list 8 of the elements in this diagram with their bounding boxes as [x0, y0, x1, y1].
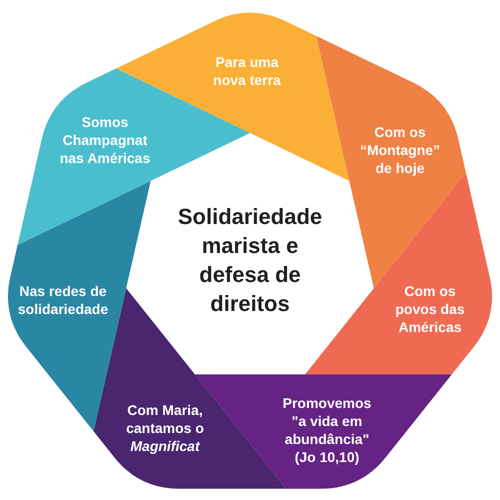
segment-label: Nas redes de solidariedade [16, 282, 110, 318]
segment-label: Promovemos "a vida em abundância" (Jo 10,10) [282, 394, 372, 466]
segment-label: Para uma nova terra [212, 53, 282, 89]
segment-label: Com os “Montagne” de hoje [358, 123, 442, 177]
segment-label: Com Maria, cantamos o Magnificat [125, 401, 205, 455]
segment-label: Somos Champagnat nas Américas [58, 113, 152, 167]
center-title: Solidariedade marista e defesa de direitos [176, 203, 324, 318]
segment-label: Com os povos das Américas [394, 282, 466, 336]
